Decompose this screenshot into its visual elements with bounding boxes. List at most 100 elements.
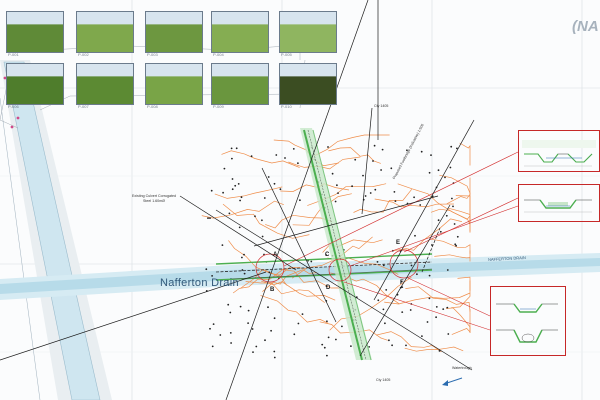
section-point-label: B	[270, 287, 275, 293]
survey-point	[229, 332, 232, 334]
survey-point	[420, 150, 423, 153]
survey-point	[210, 189, 213, 192]
survey-point	[456, 147, 458, 150]
section-circles	[255, 249, 419, 283]
contour-line	[265, 214, 332, 229]
survey-point	[279, 188, 282, 191]
survey-point	[251, 328, 254, 330]
survey-point	[445, 214, 448, 217]
survey-point	[237, 183, 240, 185]
survey-point	[416, 273, 418, 276]
survey-point	[442, 308, 445, 310]
site-photo[interactable]	[76, 63, 134, 105]
survey-point	[428, 297, 431, 300]
survey-point	[350, 345, 352, 347]
section-point-label: C	[325, 252, 330, 258]
survey-point	[207, 217, 209, 220]
survey-point	[209, 217, 211, 220]
survey-point	[449, 166, 452, 169]
site-photo[interactable]	[279, 11, 337, 53]
survey-point	[219, 334, 222, 336]
survey-point	[409, 309, 412, 311]
survey-point	[435, 316, 437, 319]
contour-line	[260, 295, 329, 324]
survey-point	[252, 351, 254, 353]
survey-point	[437, 169, 440, 172]
survey-point	[267, 306, 269, 309]
section-detail-1[interactable]	[518, 130, 600, 172]
chainage-label-bottom: Cty 1405	[376, 378, 391, 382]
survey-point	[247, 309, 250, 312]
survey-point	[255, 345, 258, 348]
survey-point	[334, 200, 337, 203]
photo-ref-label: P-007	[78, 104, 89, 109]
survey-point	[446, 306, 449, 309]
survey-point	[209, 327, 211, 330]
photo-ref-label: P-003	[147, 52, 158, 57]
photo-ref-label: P-009	[213, 104, 224, 109]
contour-line	[393, 218, 462, 252]
site-photo[interactable]	[76, 11, 134, 53]
survey-point	[325, 254, 327, 256]
survey-point	[234, 184, 237, 187]
survey-point	[377, 299, 380, 302]
survey-point	[376, 261, 379, 263]
contour-line	[245, 281, 325, 303]
watertrough-label: Watertrough	[452, 366, 472, 370]
site-photo[interactable]	[6, 11, 64, 53]
survey-point	[447, 333, 450, 335]
survey-point	[243, 272, 246, 275]
survey-point	[267, 176, 270, 178]
survey-point	[250, 155, 253, 158]
section-detail-2[interactable]	[518, 184, 600, 222]
survey-point	[428, 274, 431, 277]
contour-line	[329, 276, 412, 331]
survey-point	[241, 269, 244, 271]
contour-line	[397, 183, 471, 220]
survey-point	[382, 264, 385, 267]
contour-line	[374, 198, 454, 208]
section-detail-3[interactable]	[490, 286, 566, 356]
survey-point	[241, 256, 243, 259]
survey-point	[327, 336, 330, 339]
contour-line	[439, 174, 471, 224]
survey-point	[331, 172, 334, 175]
survey-point	[421, 335, 423, 337]
section-point-label: E	[396, 240, 401, 246]
survey-point	[273, 317, 276, 320]
survey-point	[381, 148, 384, 151]
survey-point	[299, 199, 301, 202]
site-photo[interactable]	[145, 11, 203, 53]
survey-point	[444, 176, 446, 179]
survey-point	[222, 191, 225, 194]
site-photo[interactable]	[211, 63, 269, 105]
callout-leader-lines	[283, 151, 519, 331]
survey-point	[380, 169, 382, 171]
survey-point	[435, 306, 438, 308]
survey-point	[292, 148, 295, 150]
survey-point	[301, 313, 304, 315]
site-photo[interactable]	[279, 63, 337, 105]
survey-point	[310, 260, 313, 263]
survey-point	[228, 212, 231, 215]
survey-point	[453, 223, 456, 225]
survey-point	[212, 323, 215, 325]
site-photo[interactable]	[211, 11, 269, 53]
photo-ref-label: P-004	[213, 52, 224, 57]
survey-point	[323, 346, 326, 349]
site-photo[interactable]	[145, 63, 203, 105]
culvert-note: Existing Culvert Corrugated Steel 1.60mØ	[132, 194, 176, 203]
survey-point	[428, 171, 431, 174]
survey-point	[401, 311, 404, 313]
canal	[0, 60, 112, 400]
survey-point	[321, 343, 324, 346]
site-photo[interactable]	[6, 63, 64, 105]
survey-point	[247, 322, 250, 324]
section-detail-graphics	[496, 140, 596, 343]
survey-point	[230, 147, 233, 150]
photo-ref-label: P-001	[8, 52, 19, 57]
survey-point	[426, 321, 429, 323]
survey-point	[430, 154, 432, 157]
survey-point	[374, 188, 377, 191]
survey-point	[438, 350, 441, 352]
